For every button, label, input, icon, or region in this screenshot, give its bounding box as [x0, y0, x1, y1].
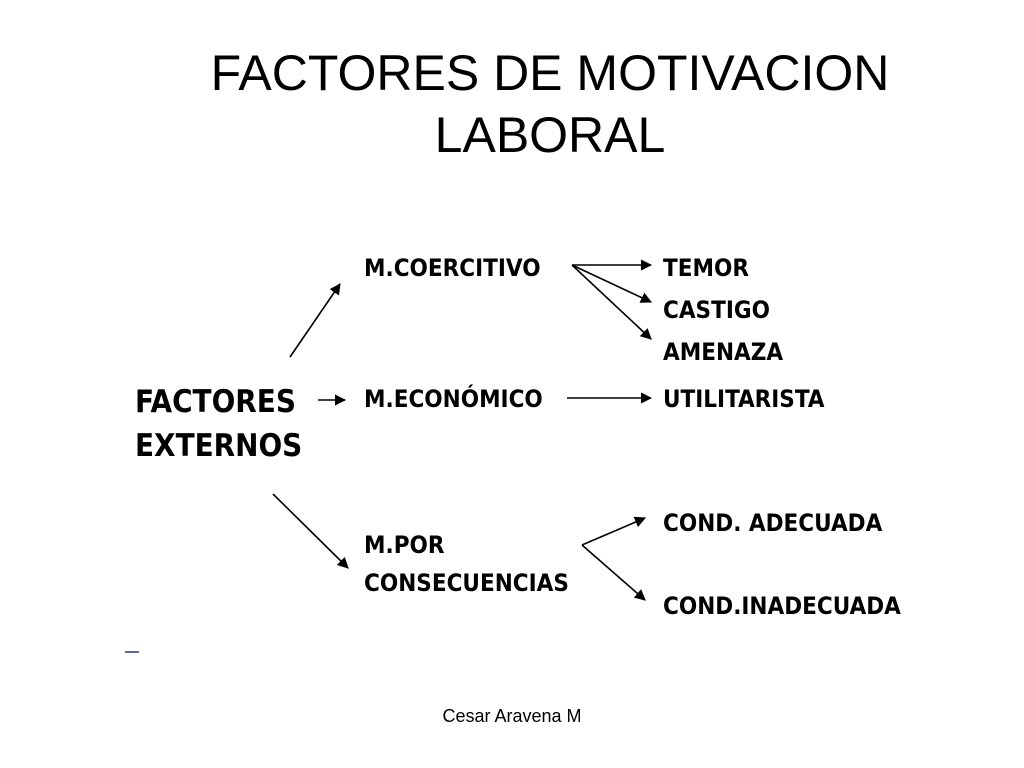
arrow-coercitivo-to-amenaza: [571, 264, 652, 340]
title-line-2: LABORAL: [434, 107, 666, 163]
footer-author: Cesar Aravena M: [442, 706, 582, 726]
leaf-cond-inadecuada: COND.INADECUADA: [663, 592, 901, 620]
arrow-consecuencias-to-inadecuada: [581, 544, 646, 601]
leaf-cond-adecuada: COND. ADECUADA: [663, 509, 883, 537]
arrow-root-to-consecuencias: [272, 493, 349, 569]
node-m-economico: M.ECONÓMICO: [364, 385, 543, 413]
node-m-por-consecuencias: M.POR CONSECUENCIAS: [364, 526, 569, 602]
node-consecuencias-line-2: CONSECUENCIAS: [364, 569, 569, 597]
slide-title: FACTORES DE MOTIVACION LABORAL: [0, 42, 1024, 166]
leaf-amenaza: AMENAZA: [663, 338, 784, 366]
leaf-temor: TEMOR: [663, 254, 749, 282]
root-line-1: FACTORES: [135, 384, 296, 420]
arrow-root-to-coercitivo: [289, 283, 341, 358]
root-line-2: EXTERNOS: [135, 428, 303, 464]
node-consecuencias-line-1: M.POR: [364, 531, 445, 559]
leaf-castigo: CASTIGO: [663, 296, 770, 324]
small-mark: [125, 651, 139, 653]
node-m-coercitivo: M.COERCITIVO: [364, 254, 541, 282]
arrow-coercitivo-to-castigo: [571, 264, 653, 303]
root-node-factores-externos: FACTORES EXTERNOS: [135, 380, 302, 468]
arrow-consecuencias-to-adecuada: [581, 516, 647, 546]
title-line-1: FACTORES DE MOTIVACION: [210, 45, 890, 101]
leaf-utilitarista: UTILITARISTA: [663, 385, 825, 413]
